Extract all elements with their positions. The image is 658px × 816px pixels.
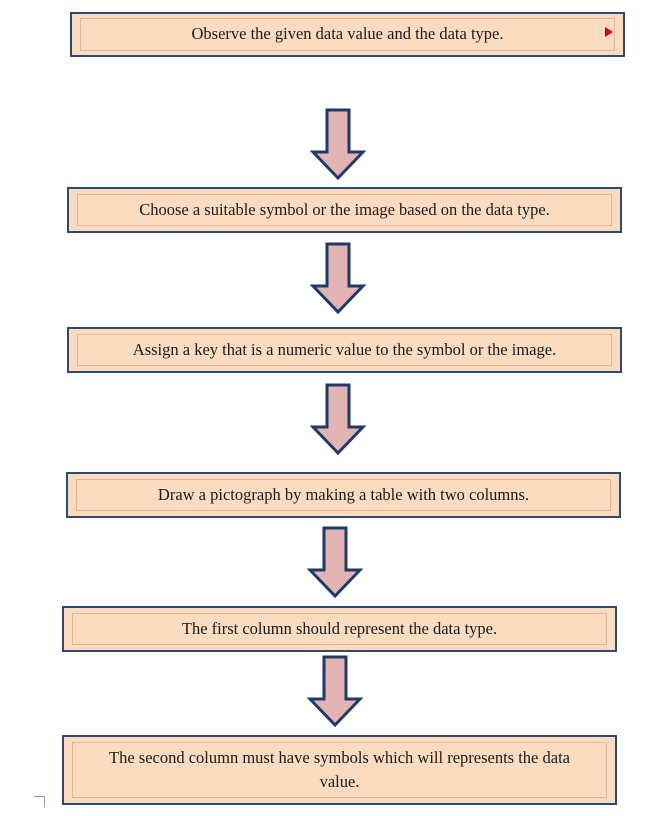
down-arrow-icon-5	[307, 655, 363, 727]
down-arrow-icon-2	[310, 242, 366, 314]
down-arrow-icon-4	[307, 526, 363, 598]
play-marker-icon	[605, 27, 613, 37]
step-box-6: The second column must have symbols whic…	[62, 735, 617, 805]
step-text-5: The first column should represent the da…	[72, 613, 607, 645]
step-text-6: The second column must have symbols whic…	[72, 742, 607, 798]
step-box-5: The first column should represent the da…	[62, 606, 617, 652]
page-corner-mark	[34, 796, 45, 807]
step-text-1: Observe the given data value and the dat…	[80, 18, 615, 51]
step-box-3: Assign a key that is a numeric value to …	[67, 327, 622, 373]
step-text-2: Choose a suitable symbol or the image ba…	[77, 194, 612, 226]
step-text-3: Assign a key that is a numeric value to …	[77, 334, 612, 366]
step-box-2: Choose a suitable symbol or the image ba…	[67, 187, 622, 233]
step-box-4: Draw a pictograph by making a table with…	[66, 472, 621, 518]
down-arrow-icon-3	[310, 383, 366, 455]
down-arrow-icon-1	[310, 108, 366, 180]
step-box-1: Observe the given data value and the dat…	[70, 12, 625, 57]
step-text-4: Draw a pictograph by making a table with…	[76, 479, 611, 511]
